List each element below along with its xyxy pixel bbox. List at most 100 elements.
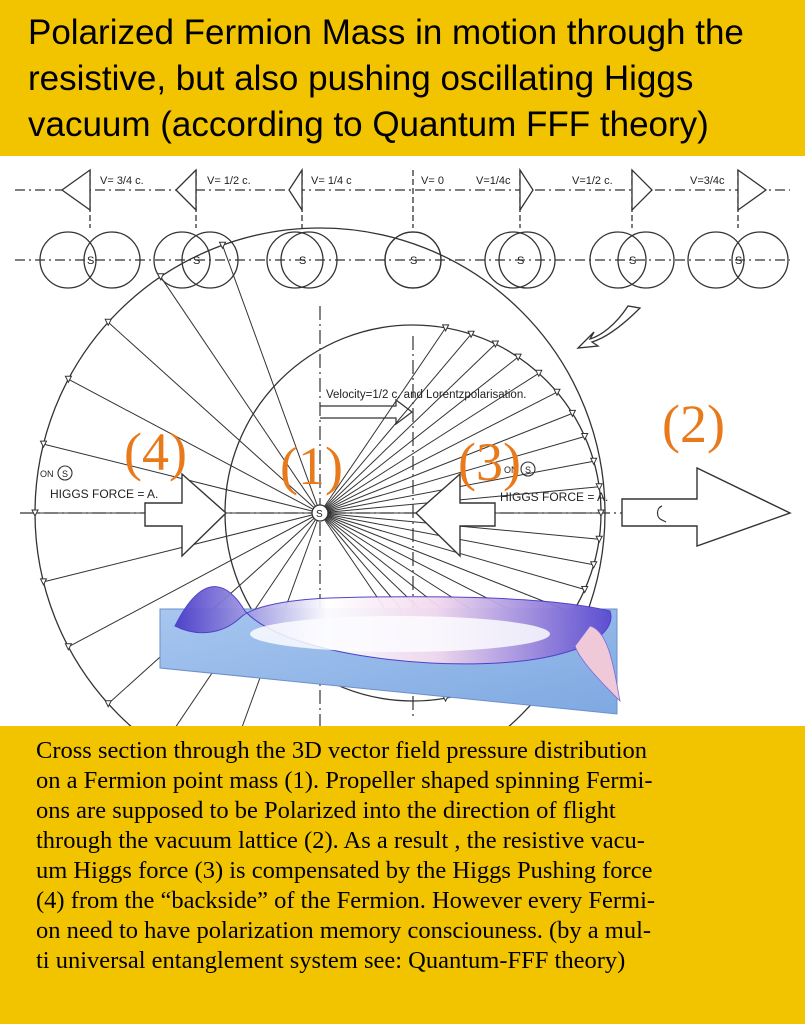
field-line — [319, 343, 496, 514]
svg-text:(4): (4) — [124, 422, 187, 482]
sphere-pair: S — [39, 231, 141, 289]
label-3: (3) — [458, 432, 521, 492]
field-tick — [156, 273, 165, 281]
caption-line-2: on a Fermion point mass (1). Propeller s… — [36, 767, 653, 794]
velocity-marker — [60, 168, 91, 228]
field-surface-inset — [159, 586, 621, 715]
field-line — [222, 245, 321, 514]
caption-line-3: ons are supposed to be Polarized into th… — [36, 797, 616, 824]
svg-text:ON: ON — [504, 465, 518, 475]
left-higgs-force-arrow: S ON HIGGS FORCE = A. — [40, 465, 228, 558]
svg-text:V=1/4c: V=1/4c — [476, 175, 511, 187]
field-tick — [589, 561, 598, 569]
field-line — [68, 512, 321, 648]
velocity-label-3: V= 1/4 c — [311, 175, 352, 187]
svg-text:S: S — [316, 509, 323, 520]
svg-text:S: S — [629, 255, 636, 267]
field-tick — [441, 324, 450, 333]
svg-text:S: S — [193, 255, 200, 267]
right-higgs-force-arrow: S ON HIGGS FORCE = A. — [414, 461, 608, 558]
svg-text:Velocity=1/2 c. and Lorentzpol: Velocity=1/2 c. and Lorentzpolarisation. — [326, 389, 526, 401]
field-tick — [595, 535, 604, 544]
caption-line-5: um Higgs force (3) is compensated by the… — [36, 857, 653, 884]
svg-text:HIGGS FORCE = A.: HIGGS FORCE = A. — [500, 490, 608, 504]
field-line — [319, 372, 540, 514]
label-4: (4) — [124, 422, 187, 482]
velocity-label-5: V=1/4c — [476, 175, 511, 187]
svg-text:(1): (1) — [280, 436, 343, 496]
sphere-pair: S — [384, 231, 442, 289]
velocity-label-1: V= 3/4 c. — [100, 175, 144, 187]
field-tick — [64, 375, 73, 384]
svg-text:HIGGS FORCE = A.: HIGGS FORCE = A. — [50, 487, 158, 501]
caption-line-6: (4) from the “backside” of the Fermion. … — [36, 887, 656, 914]
velocity-label-6: V=1/2 c. — [572, 175, 613, 187]
svg-text:S: S — [62, 469, 68, 479]
field-tick — [580, 433, 589, 441]
field-tick — [39, 440, 48, 449]
label-1: (1) — [280, 436, 343, 496]
field-tick — [31, 509, 39, 518]
field-line — [319, 412, 573, 514]
velocity-marker — [175, 168, 197, 228]
field-tick — [218, 241, 227, 250]
sphere-pair: S — [589, 231, 675, 289]
diagram-drawing: V= 3/4 c. V= 1/2 c. V= 1/4 c V= 0 V=1/4c… — [15, 167, 792, 726]
title-line-2: resistive, but also pushing oscillating … — [28, 59, 694, 98]
diagram-panel: V= 3/4 c. V= 1/2 c. V= 1/4 c V= 0 V=1/4c… — [0, 156, 805, 726]
velocity-markers — [60, 167, 768, 228]
caption-line-1: Cross section through the 3D vector fiel… — [36, 737, 648, 764]
velocity-marker — [519, 167, 534, 228]
velocity-label-2: V= 1/2 c. — [207, 175, 251, 187]
svg-text:V=3/4c: V=3/4c — [690, 175, 725, 187]
field-line — [160, 276, 321, 514]
svg-text:V= 1/4 c: V= 1/4 c — [311, 175, 352, 187]
velocity-note: Velocity=1/2 c. and Lorentzpolarisation. — [320, 389, 526, 426]
caption: Cross section through the 3D vector fiel… — [0, 726, 805, 1024]
field-line — [319, 436, 585, 514]
field-tick — [580, 586, 589, 594]
field-tick — [568, 409, 577, 418]
field-line — [319, 327, 447, 514]
flight-direction-arrow — [621, 466, 792, 547]
field-tick — [467, 330, 475, 339]
label-2: (2) — [662, 394, 725, 454]
field-tick — [514, 353, 522, 362]
title-line-3: vacuum (according to Quantum FFF theory) — [28, 105, 709, 144]
title-line-1: Polarized Fermion Mass in motion through… — [28, 13, 744, 52]
svg-text:S: S — [410, 255, 417, 267]
caption-line-7: on need to have polarization memory cons… — [36, 917, 652, 944]
svg-text:V= 1/2 c.: V= 1/2 c. — [207, 175, 251, 187]
svg-text:S: S — [517, 255, 524, 267]
svg-text:(3): (3) — [458, 432, 521, 492]
svg-text:V= 3/4 c.: V= 3/4 c. — [100, 175, 144, 187]
sphere-pair: S — [153, 231, 239, 289]
field-tick — [553, 388, 561, 397]
field-tick — [534, 369, 543, 378]
svg-text:S: S — [299, 255, 306, 267]
center-point-mass: S — [311, 504, 329, 522]
svg-text:(2): (2) — [662, 394, 725, 454]
field-line — [319, 356, 519, 514]
svg-text:S: S — [87, 255, 94, 267]
curved-arrow-icon — [576, 305, 642, 349]
field-tick — [491, 340, 500, 349]
svg-text:S: S — [525, 465, 531, 475]
svg-text:V=1/2 c.: V=1/2 c. — [572, 175, 613, 187]
sphere-pair: S — [266, 231, 338, 289]
field-tick — [39, 578, 48, 587]
field-tick — [589, 457, 598, 466]
velocity-label-4: V= 0 — [421, 175, 444, 187]
caption-line-4: through the vacuum lattice (2). As a res… — [36, 827, 645, 854]
sphere-pair: S — [687, 231, 789, 289]
field-tick — [597, 509, 605, 518]
velocity-marker — [631, 168, 653, 228]
field-line — [319, 512, 585, 590]
svg-text:ON: ON — [40, 469, 54, 479]
field-line — [319, 391, 558, 514]
svg-text:V= 0: V= 0 — [421, 175, 444, 187]
field-tick — [64, 643, 73, 651]
field-line — [68, 378, 321, 514]
